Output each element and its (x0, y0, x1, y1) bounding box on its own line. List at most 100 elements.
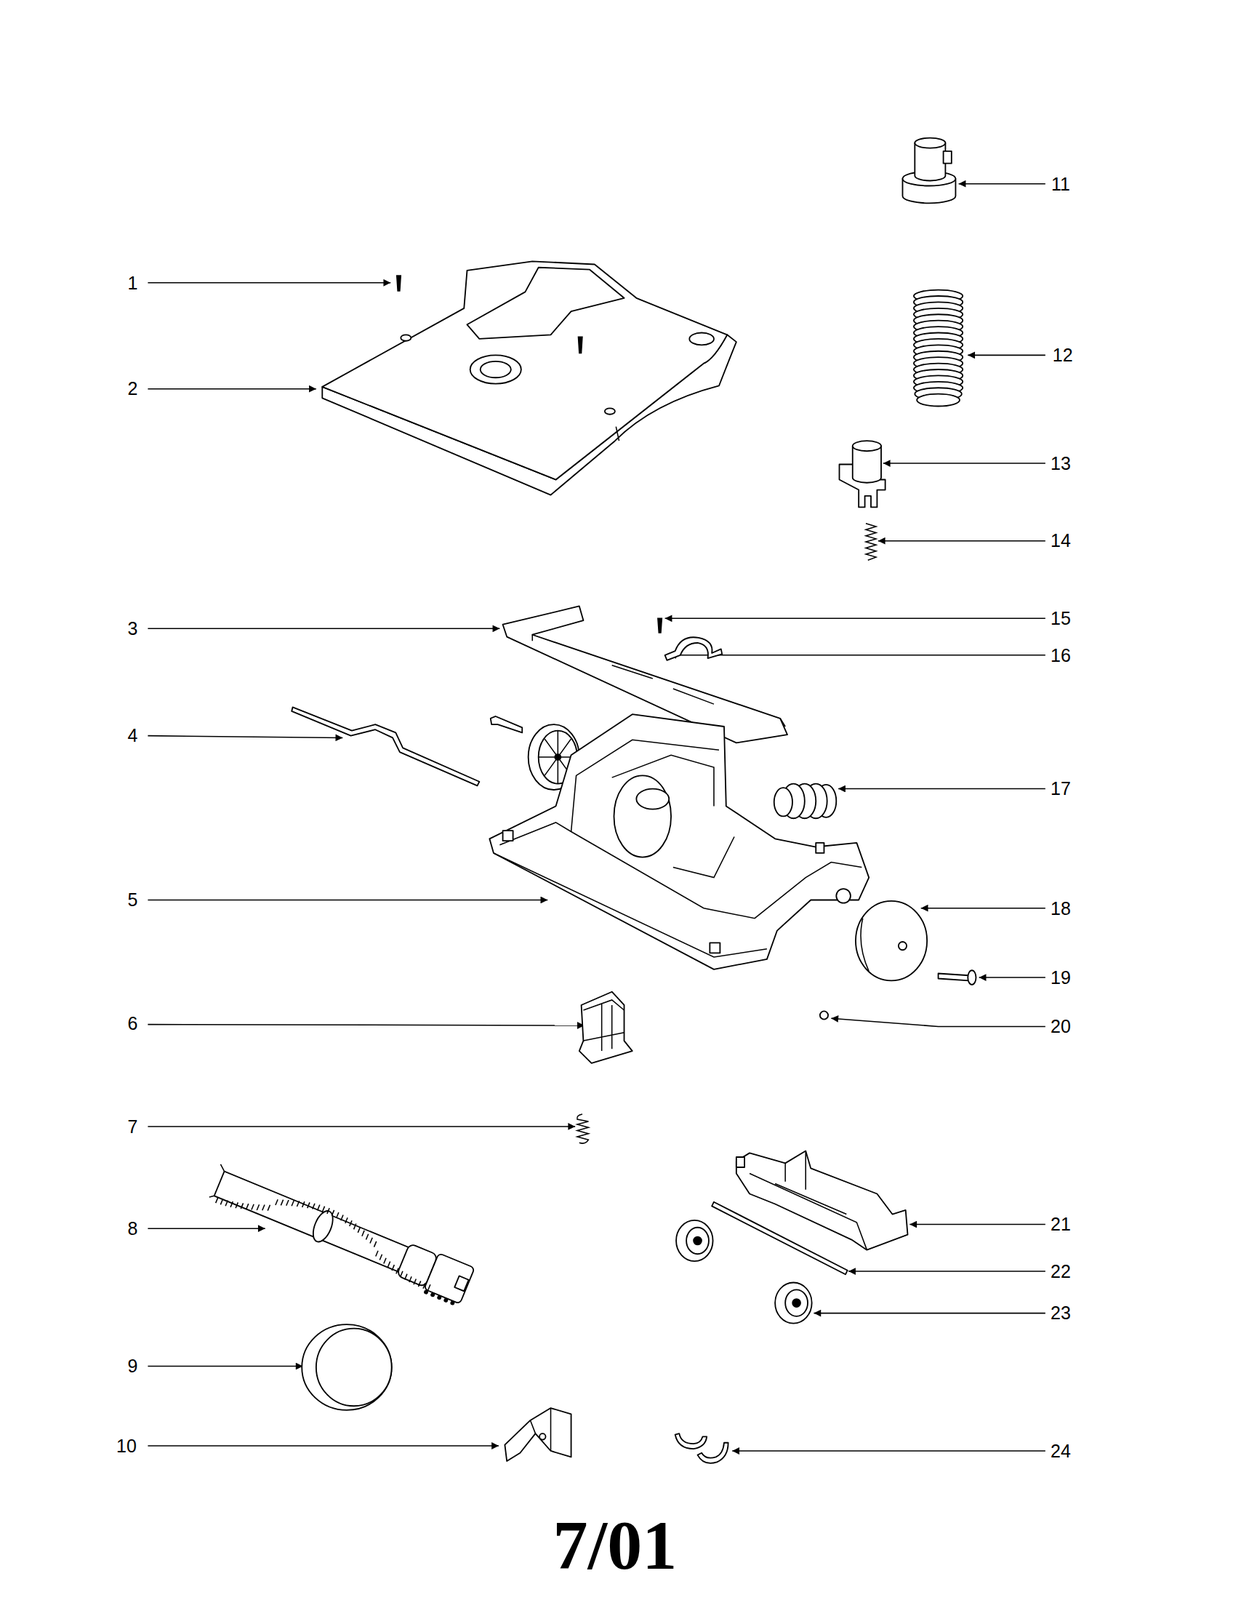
screw (657, 617, 663, 633)
brush-roll (454, 1275, 469, 1291)
base (709, 942, 720, 953)
callout-number: 2 (127, 379, 138, 398)
leader-line (830, 1017, 1046, 1026)
brush-roll (362, 1230, 365, 1236)
callout-number: 23 (1050, 1303, 1071, 1322)
brush-roll (317, 1204, 320, 1211)
callout-number: 21 (1050, 1214, 1071, 1233)
callout-number: 19 (1050, 967, 1071, 986)
bracket (504, 1407, 571, 1461)
bolt (967, 969, 976, 985)
small-wheel (785, 1288, 808, 1316)
clip (675, 1432, 707, 1449)
brush-roll (246, 1203, 249, 1210)
brush-roll (374, 1240, 377, 1247)
clip (697, 1442, 729, 1463)
hose-cuff (902, 138, 956, 204)
callout-number: 5 (127, 890, 138, 909)
brush-roll (220, 1198, 223, 1205)
leader-line (967, 354, 1046, 357)
hood (400, 334, 411, 341)
base (636, 788, 669, 810)
brush-roll (428, 1283, 431, 1290)
brush-roll (240, 1202, 243, 1209)
hose-cuff (914, 138, 946, 149)
callout-number: 12 (1052, 346, 1074, 365)
brush-roll (404, 1273, 408, 1280)
holder (579, 991, 633, 1063)
leader-line (147, 282, 391, 284)
spring (865, 523, 877, 561)
hood (322, 260, 728, 480)
leader-line (909, 1223, 1046, 1226)
callout-number: 8 (127, 1218, 138, 1237)
wheel (490, 716, 522, 733)
rear-wheel (855, 900, 927, 981)
leader-line (848, 1270, 1046, 1272)
callout-number: 18 (1050, 898, 1071, 917)
brush-roll (225, 1199, 228, 1206)
brush-roll (400, 1270, 403, 1277)
brush-roll (423, 1282, 426, 1289)
callout-number: 7 (127, 1116, 138, 1135)
clamp (665, 636, 723, 661)
brush-roll (423, 1289, 429, 1295)
leader-line (813, 1312, 1045, 1314)
strip (291, 706, 480, 786)
hose-cuff (943, 151, 952, 164)
base (613, 774, 672, 857)
belt (316, 1328, 392, 1407)
bolt (938, 972, 970, 981)
brush-roll (345, 1217, 348, 1223)
leader-line (838, 788, 1046, 790)
bracket (504, 1407, 571, 1461)
belt (301, 1323, 392, 1410)
brush-roll (286, 1199, 289, 1206)
brush-roll (418, 1280, 421, 1287)
brush-roll (436, 1294, 442, 1300)
hood (615, 426, 619, 442)
leader-line (878, 540, 1046, 542)
leader-line (147, 628, 500, 630)
rear-wheel (860, 918, 869, 972)
carriage (736, 1150, 909, 1250)
base (612, 754, 735, 877)
leader-line (958, 183, 1046, 185)
brush-roll (349, 1219, 352, 1226)
clip (675, 1432, 729, 1463)
rear-wheel (855, 900, 927, 981)
hood (470, 354, 522, 384)
ring (820, 1010, 829, 1019)
base (489, 713, 869, 970)
pedal (852, 440, 882, 451)
spring (577, 1113, 589, 1143)
brush-roll (443, 1297, 448, 1303)
callout-number: 16 (1050, 645, 1071, 664)
leader-line (147, 1125, 576, 1127)
hose (913, 290, 963, 407)
brush-roll (322, 1206, 325, 1212)
strip (291, 706, 480, 786)
callout-number: 11 (1051, 174, 1071, 193)
callout-number: 14 (1050, 531, 1071, 550)
bolt (938, 969, 977, 985)
base (503, 830, 514, 841)
screw (396, 275, 583, 354)
leader-line (147, 1444, 499, 1447)
carriage (736, 1150, 909, 1250)
carriage (736, 1156, 745, 1167)
brush-roll (340, 1214, 344, 1220)
callout-number: 10 (116, 1435, 137, 1455)
small-wheel (676, 1219, 714, 1261)
hood (689, 332, 714, 346)
holder (579, 991, 633, 1063)
leader-line (147, 1365, 303, 1367)
hood (604, 407, 616, 414)
coupler (774, 787, 793, 816)
brush-roll (235, 1201, 238, 1208)
brush-roll (307, 1201, 310, 1208)
brush-roll (423, 1252, 475, 1304)
brush-roll (430, 1291, 435, 1297)
callout-number: 3 (127, 619, 138, 638)
